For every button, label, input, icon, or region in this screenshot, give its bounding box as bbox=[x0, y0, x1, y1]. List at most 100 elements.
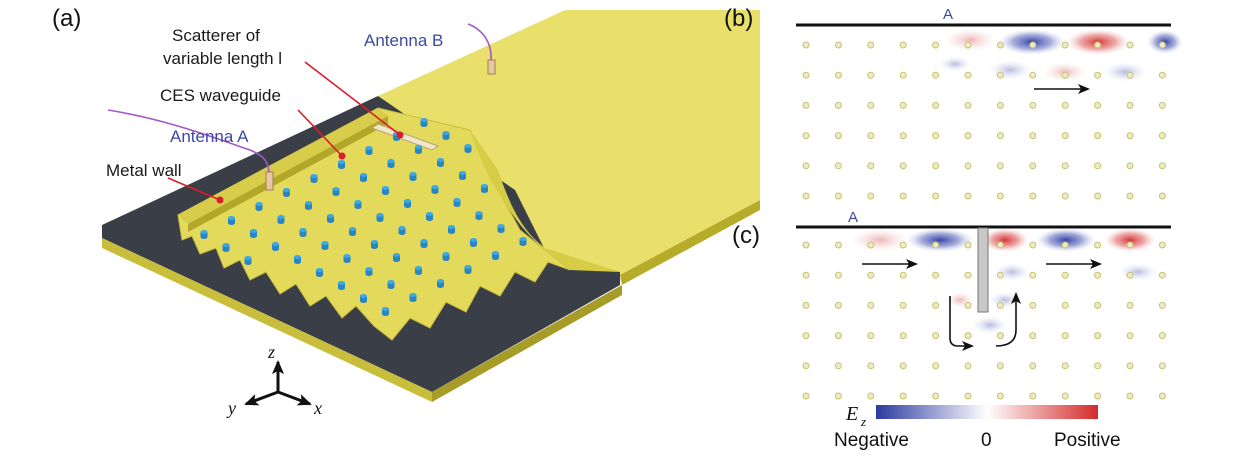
pillar-top bbox=[250, 229, 257, 233]
lattice-dot bbox=[834, 192, 842, 200]
lattice-dot bbox=[802, 101, 810, 109]
lattice-dot bbox=[996, 41, 1004, 49]
lattice-dot bbox=[867, 271, 875, 279]
pillar-side bbox=[442, 133, 450, 140]
pillar-top bbox=[299, 228, 307, 232]
pillar-side bbox=[228, 218, 235, 225]
pillar-top bbox=[228, 216, 235, 220]
pillar-top bbox=[387, 280, 395, 284]
pillar-top bbox=[404, 199, 411, 203]
pillar-side bbox=[255, 204, 263, 211]
pillar-side bbox=[360, 296, 367, 303]
lattice-dot bbox=[867, 301, 875, 309]
y-axis-label: y bbox=[226, 398, 236, 418]
lattice-dot bbox=[802, 192, 810, 200]
lattice-dot bbox=[1061, 332, 1069, 340]
pillar-top bbox=[442, 252, 450, 256]
pillar-side bbox=[398, 228, 406, 235]
pillar-top bbox=[426, 212, 433, 216]
lattice-dot bbox=[899, 101, 907, 109]
lattice-dot bbox=[867, 192, 875, 200]
lattice-dot bbox=[867, 162, 875, 170]
lattice-dot bbox=[867, 101, 875, 109]
callout-dot-wall bbox=[216, 196, 224, 204]
antenna-a-wire bbox=[107, 109, 270, 173]
colorbar-gradient-bar bbox=[876, 405, 1098, 419]
lattice-dot bbox=[996, 132, 1004, 140]
field-lobe bbox=[1036, 228, 1096, 252]
pillar-side bbox=[431, 187, 439, 194]
lattice-dot bbox=[1029, 362, 1037, 370]
lattice-dot bbox=[1158, 271, 1166, 279]
lattice-dot bbox=[1126, 162, 1134, 170]
lattice-dot bbox=[1158, 192, 1166, 200]
lattice-dot bbox=[1061, 301, 1069, 309]
pillar-top bbox=[332, 187, 340, 191]
lattice-dot bbox=[834, 71, 842, 79]
lattice-dot bbox=[1094, 392, 1102, 400]
pillar-side bbox=[519, 239, 527, 246]
panel-b-antenna-marker: A bbox=[943, 6, 953, 23]
lattice-dot bbox=[899, 162, 907, 170]
pillar-side bbox=[393, 255, 400, 262]
lattice-dot bbox=[1158, 301, 1166, 309]
panel-c-scatterer bbox=[977, 227, 989, 313]
pillar-top bbox=[470, 238, 477, 242]
lattice-dot bbox=[932, 241, 940, 249]
pillar-side bbox=[387, 161, 395, 168]
pillar-top bbox=[365, 267, 373, 271]
lattice-dot bbox=[1126, 41, 1134, 49]
pillar-side bbox=[409, 174, 417, 181]
lattice-dot bbox=[932, 71, 940, 79]
lattice-dot bbox=[867, 362, 875, 370]
pillar-side bbox=[448, 227, 455, 234]
lattice-dot bbox=[1061, 101, 1069, 109]
pillar-top bbox=[393, 253, 400, 257]
pillar-side bbox=[343, 256, 351, 263]
field-lobe bbox=[1147, 30, 1183, 54]
pillar-top bbox=[343, 254, 351, 258]
z-axis-label: z bbox=[267, 342, 275, 362]
pillar-side bbox=[360, 175, 367, 182]
pillar-top bbox=[420, 118, 428, 122]
lattice-dot bbox=[1094, 71, 1102, 79]
lattice-dot bbox=[834, 101, 842, 109]
lattice-dot bbox=[1094, 132, 1102, 140]
lattice-dot bbox=[996, 301, 1004, 309]
pillar-side bbox=[415, 147, 422, 154]
lattice-dot bbox=[1094, 332, 1102, 340]
lattice-dot bbox=[1029, 301, 1037, 309]
callout-line-ces bbox=[297, 109, 343, 157]
lattice-dot bbox=[964, 162, 972, 170]
lattice-dot bbox=[1158, 41, 1166, 49]
lattice-dot bbox=[1126, 301, 1134, 309]
colorbar-max-label: Positive bbox=[1054, 430, 1121, 451]
panel-c-field bbox=[850, 228, 1158, 334]
pillar-side bbox=[283, 190, 290, 197]
pillar-top bbox=[360, 294, 367, 298]
lattice-dot bbox=[996, 271, 1004, 279]
lattice-dot bbox=[1126, 241, 1134, 249]
pillar-side bbox=[338, 283, 346, 290]
callout-antenna-b: Antenna B bbox=[364, 31, 443, 50]
colorbar: E z Negative 0 Positive bbox=[834, 403, 1121, 451]
lattice-dot bbox=[834, 301, 842, 309]
lattice-dot bbox=[932, 132, 940, 140]
pillar-side bbox=[365, 148, 373, 155]
pillar-side bbox=[497, 226, 505, 233]
pillar-top bbox=[382, 186, 389, 190]
lattice-dot bbox=[964, 392, 972, 400]
lattice-dot bbox=[1158, 101, 1166, 109]
field-lobe bbox=[988, 60, 1032, 80]
colorbar-min-label: Negative bbox=[834, 430, 909, 451]
pillar-top bbox=[349, 227, 356, 231]
lattice-dot bbox=[1158, 362, 1166, 370]
lattice-dot bbox=[964, 71, 972, 79]
lattice-dot bbox=[964, 301, 972, 309]
pillar-side bbox=[420, 120, 428, 127]
lattice-dot bbox=[1029, 392, 1037, 400]
pillar-side bbox=[464, 267, 472, 274]
lattice-dot bbox=[834, 41, 842, 49]
pillar-side bbox=[453, 200, 461, 207]
lattice-dot bbox=[996, 71, 1004, 79]
